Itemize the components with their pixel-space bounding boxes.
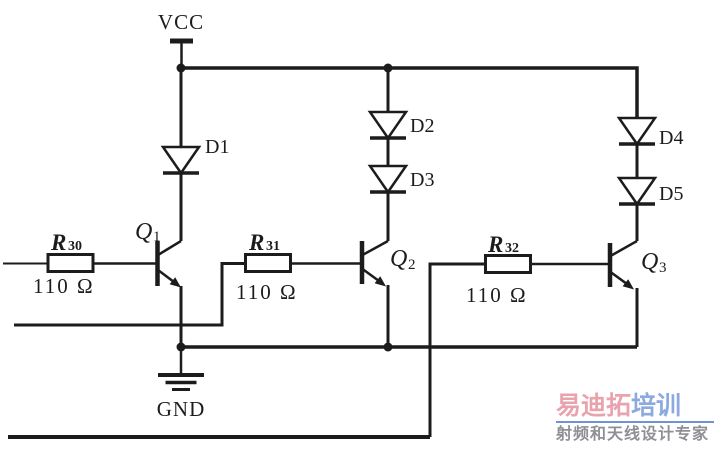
q1-emitter-arrow [169,277,181,288]
watermark-brand-second: 培训 [631,391,682,420]
r32-designator-number: 32 [505,241,519,256]
d4-label: D4 [659,127,683,149]
resistor-r30: R 30 110 Ω [3,230,156,298]
q3-designator-number: 3 [659,260,667,276]
vcc-label: VCC [158,10,204,34]
r32-body [484,254,532,274]
diode-d4: D4 [616,116,683,149]
watermark-subtitle: 射频和天线设计专家 [556,424,710,443]
watermark-brand-first: 易迪拓 [556,391,632,420]
r31-designator: R [248,230,264,255]
q2-designator: Q [390,246,407,272]
vcc-symbol: VCC [158,10,204,68]
r30-value: 110 Ω [33,274,95,298]
r32-value: 110 Ω [466,283,528,307]
q1-designator: Q [135,219,152,245]
r30-designator: R [50,230,66,255]
q3-collector-wire [609,239,638,258]
q3-emitter-wire [609,270,628,286]
d4-triangle [616,116,658,147]
input2-path [14,262,246,327]
transistor-q2: Q 2 [359,239,416,347]
q2-emitter-arrow [374,276,386,287]
top-rail-wire [181,66,639,118]
input3-riser [428,262,486,437]
r32-designator: R [487,232,503,257]
q2-emitter-wire [361,267,380,283]
resistor-r32: R 32 110 Ω [466,232,608,307]
power-rails [176,63,639,352]
d3-triangle [367,164,409,195]
gnd-symbol: GND [157,347,206,421]
diode-d3: D3 [367,138,434,241]
r31-designator-number: 31 [266,239,280,254]
r30-designator-number: 30 [68,239,82,254]
d5-triangle [616,176,658,207]
d2-label: D2 [410,115,434,137]
q2-collector-wire [361,239,389,257]
q2-designator-number: 2 [408,257,416,273]
r30-body [46,253,95,273]
q1-emitter-wire [157,269,175,283]
q1-designator-number: 1 [153,229,161,245]
watermark-brand: 易迪拓培训 [556,393,714,423]
d1-triangle [160,145,202,176]
d3-label: D3 [410,169,434,191]
input2-wire [14,262,246,327]
gnd-label: GND [157,397,206,421]
r31-body [244,253,292,273]
transistor-q3: Q 3 [607,239,667,347]
diode-d5: D5 [616,144,683,241]
q1-collector-wire [157,239,182,257]
resistor-r31: R 31 110 Ω [236,230,360,304]
watermark: 易迪拓培训 射频和天线设计专家 [556,393,714,442]
transistor-q1: Q 1 [135,219,183,347]
input3-wire [8,262,486,439]
diode-d1: D1 [160,68,229,241]
d2-triangle [367,110,409,141]
q3-designator: Q [641,249,658,275]
r31-value: 110 Ω [236,280,298,304]
d5-label: D5 [659,183,683,205]
q3-emitter-arrow [622,279,634,290]
diode-d2: D2 [367,68,434,141]
d1-label: D1 [205,136,229,158]
